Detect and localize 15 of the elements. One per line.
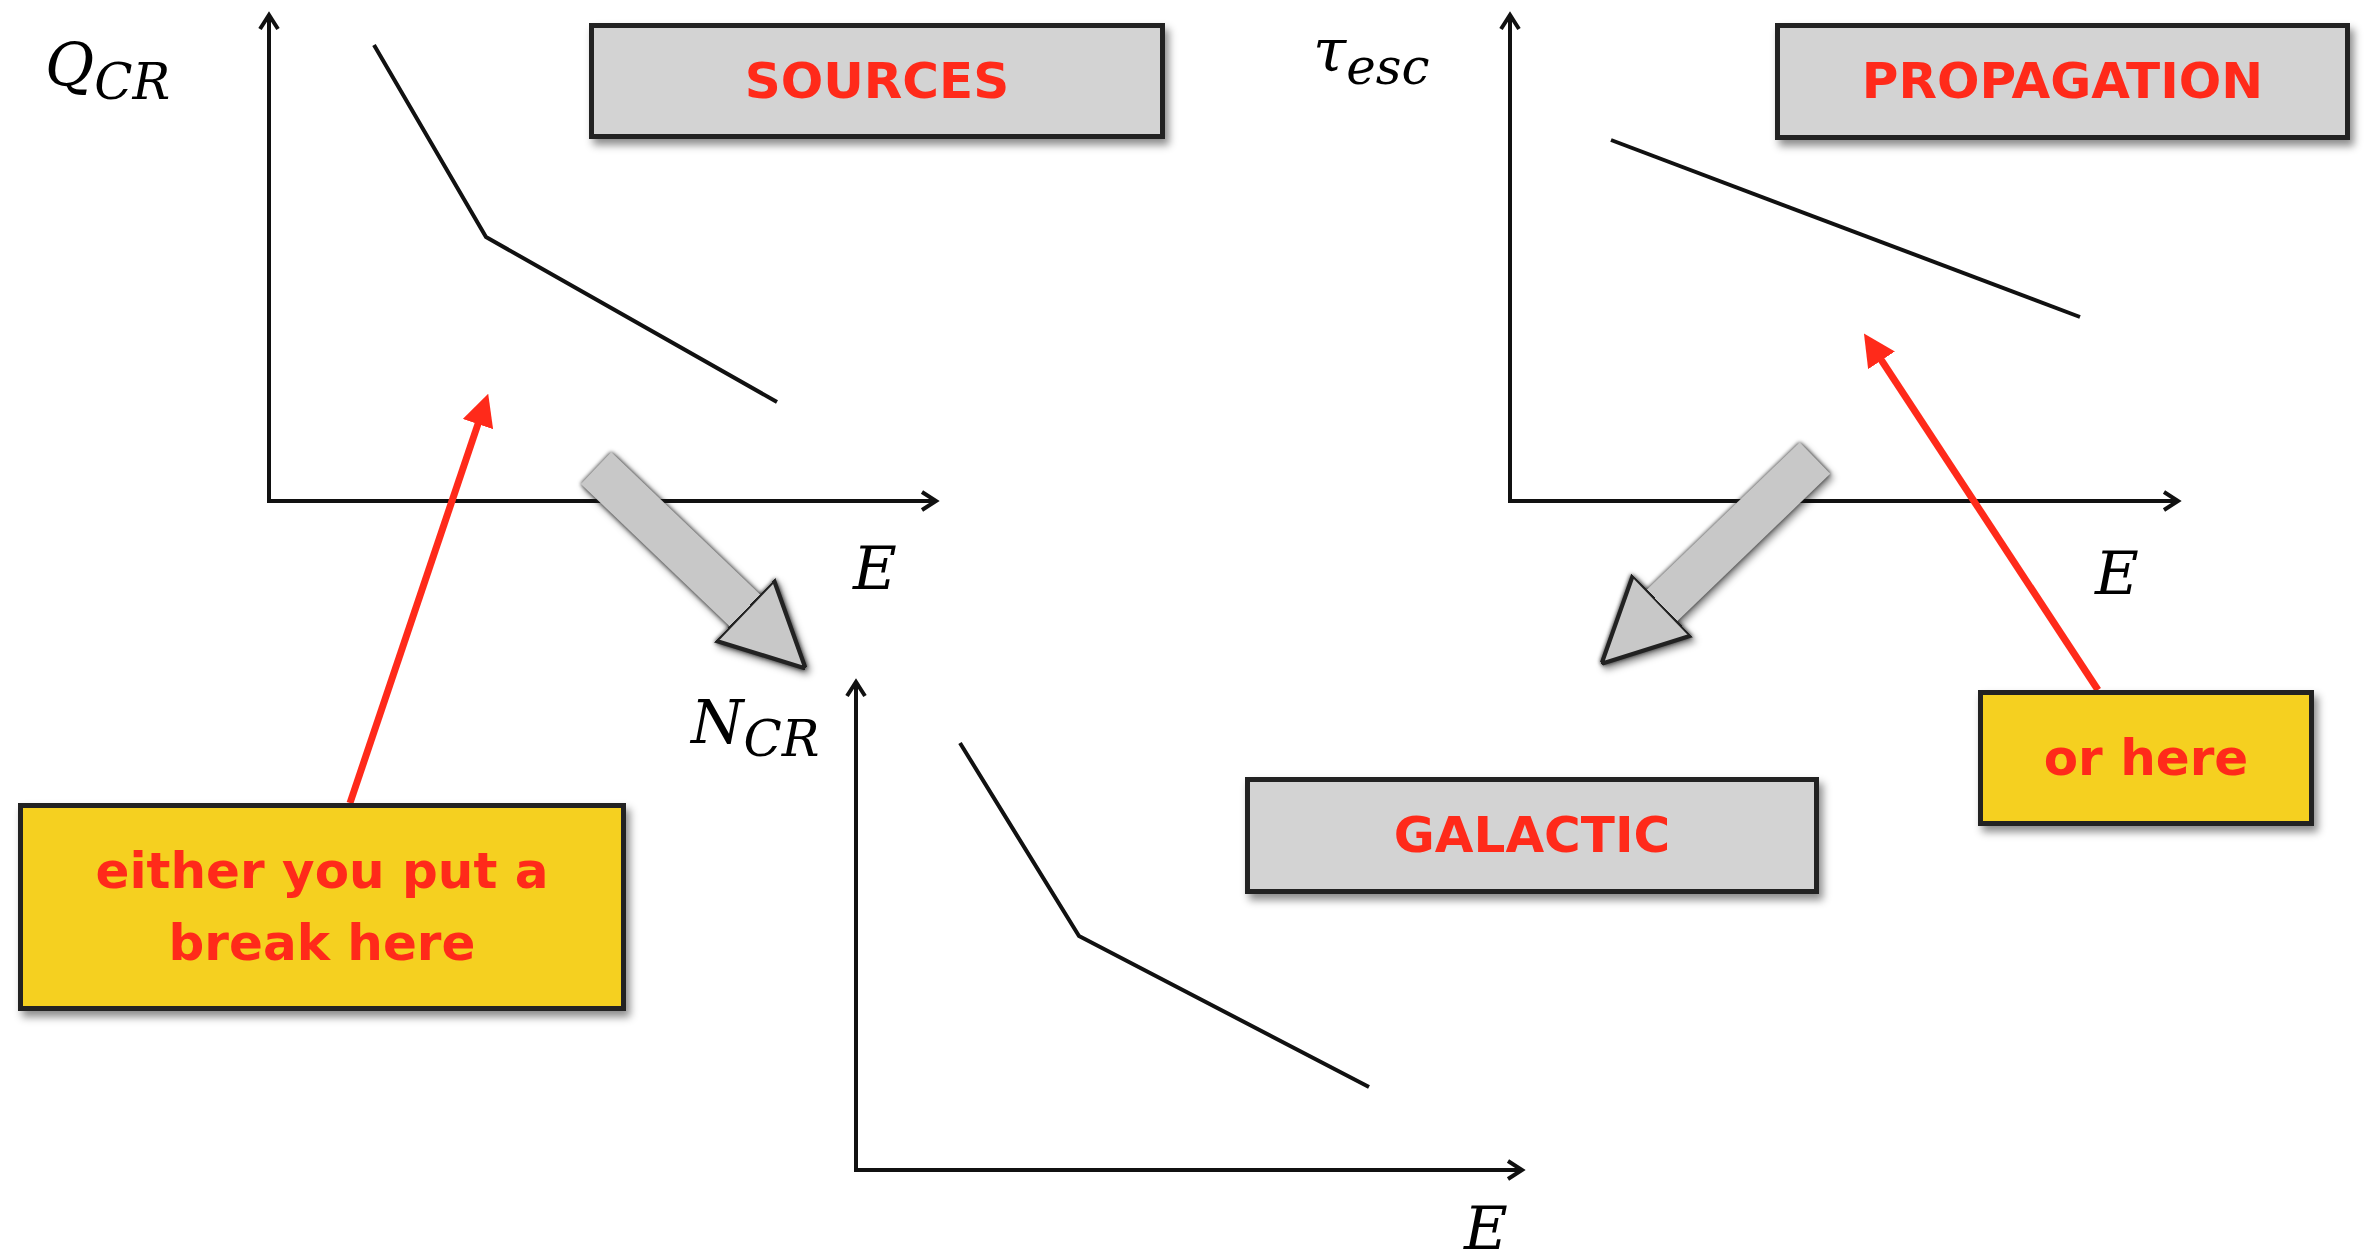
axis-label: E: [1464, 1198, 1508, 1258]
axis-label: N$_{CR}$: [691, 692, 820, 764]
leader-arrow: [1863, 333, 2101, 692]
callout-box: or here: [1978, 690, 2314, 826]
leader-arrow: [346, 393, 494, 805]
axis-label: E: [2095, 543, 2139, 603]
block-arrow: [1599, 442, 1831, 666]
axis-label: E: [853, 538, 897, 598]
block-arrow: [580, 452, 808, 671]
title-box: PROPAGATION: [1775, 23, 2350, 140]
axis-label: τ$_{esc}$: [1313, 20, 1430, 92]
callout-box: either you put a break here: [18, 803, 626, 1011]
title-box: SOURCES: [589, 23, 1165, 139]
axis-label: Q$_{CR}$: [45, 35, 171, 107]
title-box: GALACTIC: [1245, 777, 1819, 894]
